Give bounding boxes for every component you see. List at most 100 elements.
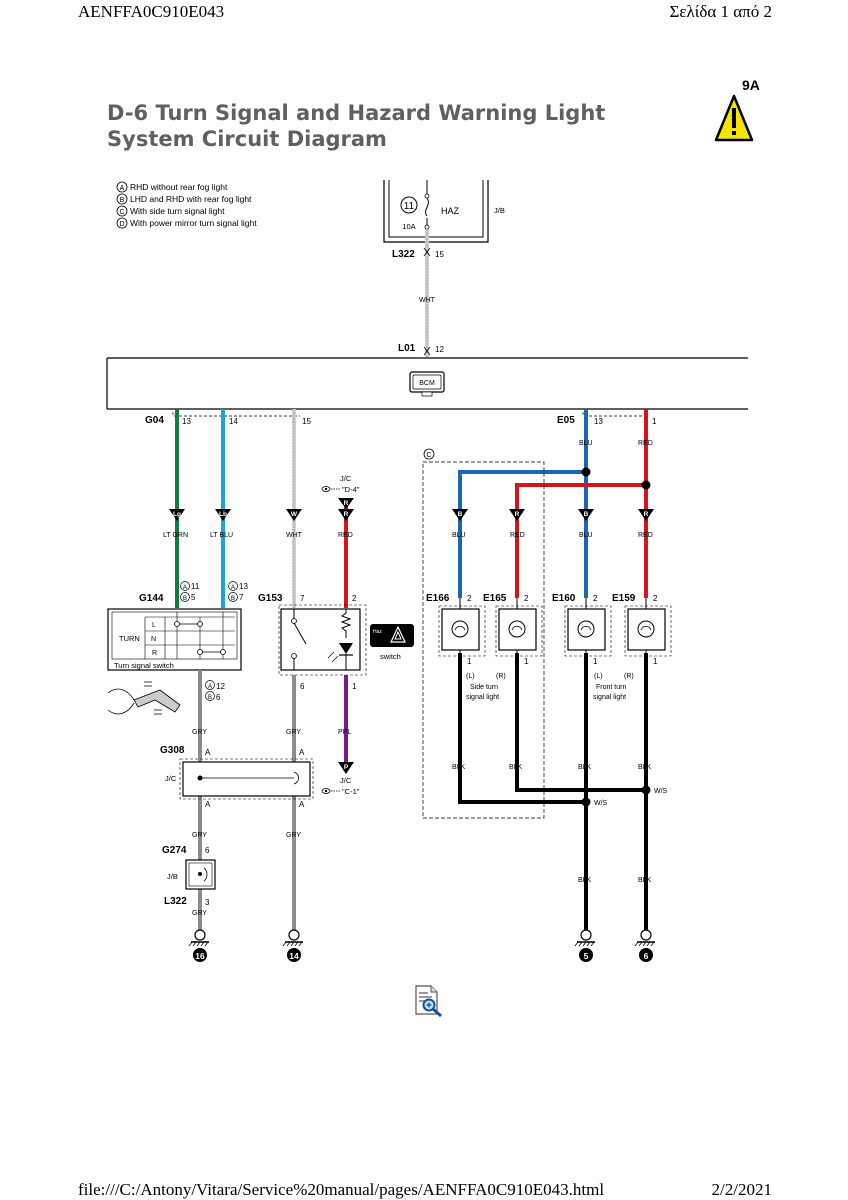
svg-text:B: B [120, 197, 125, 204]
hazard-button-icon: Haz switch [370, 624, 414, 661]
hazard-switch: G153 7 2 6 1 [258, 593, 367, 691]
svg-text:12: 12 [216, 682, 225, 691]
svg-text:1: 1 [593, 657, 598, 666]
svg-text:11: 11 [191, 582, 200, 591]
svg-text:With side turn signal light: With side turn signal light [130, 206, 225, 216]
connector-L322: L322 [392, 249, 415, 260]
svg-text:A: A [299, 748, 305, 757]
svg-text:1: 1 [652, 417, 657, 426]
eye-icon [321, 788, 331, 794]
wire-wht-top: L322 15 WHT L01 12 [392, 229, 444, 357]
turn-signal-switch: G144 A 11 B 5 A 13 B 7 TURN L N R Turn s… [107, 581, 248, 702]
connector-E159: E159 [612, 593, 636, 604]
ground-number: 14 [289, 951, 299, 961]
svg-text:1: 1 [352, 682, 357, 691]
section-code: 9A [742, 77, 760, 93]
wire-red-main [515, 409, 651, 598]
title-line-2: System Circuit Diagram [107, 127, 387, 151]
warning-triangle-icon [714, 94, 754, 142]
svg-text:R: R [152, 650, 157, 657]
svg-text:B: B [458, 511, 463, 518]
svg-text:2: 2 [524, 594, 529, 603]
svg-text:R: R [644, 511, 649, 518]
svg-text:6: 6 [216, 693, 221, 702]
svg-text:With power mirror turn signal: With power mirror turn signal light [130, 218, 257, 228]
bcm-label: BCM [419, 380, 435, 387]
wire-badges-upper: Lg Lb W R B R B R [169, 509, 654, 521]
jb-label: J/B [494, 206, 505, 215]
svg-text:LHD and RHD with rear fog ligh: LHD and RHD with rear fog light [130, 194, 252, 204]
svg-text:B: B [584, 511, 589, 518]
svg-text:D: D [119, 221, 124, 228]
svg-text:RED: RED [638, 440, 653, 447]
svg-text:LT GRN: LT GRN [163, 532, 188, 539]
svg-text:A: A [205, 748, 211, 757]
header-page-number: Σελίδα 1 από 2 [669, 2, 772, 21]
svg-text:A: A [183, 585, 187, 591]
svg-text:GRY: GRY [286, 729, 301, 736]
jc-d4-ref: J/C "D-4" R [321, 474, 360, 509]
connector-E160: E160 [552, 593, 576, 604]
svg-text:WHT: WHT [419, 297, 436, 304]
svg-text:A: A [299, 800, 305, 809]
legend-item: B LHD and RHD with rear fog light [116, 193, 252, 205]
svg-text:3: 3 [205, 898, 210, 907]
svg-text:B: B [183, 596, 187, 602]
svg-text:13: 13 [239, 582, 248, 591]
svg-text:7: 7 [300, 594, 305, 603]
svg-text:J/B: J/B [167, 872, 178, 881]
svg-text:1: 1 [653, 657, 658, 666]
svg-text:BLU: BLU [579, 532, 593, 539]
svg-text:A: A [231, 585, 235, 591]
svg-text:R: R [344, 500, 349, 507]
svg-text:(R): (R) [496, 673, 506, 680]
svg-text:Lb: Lb [219, 511, 227, 518]
svg-text:PPL: PPL [338, 729, 351, 736]
svg-text:signal light: signal light [466, 694, 499, 701]
fuse-amp: 10A [402, 222, 415, 231]
ground-icon: 6 [634, 929, 655, 962]
ground-icon: 16 [188, 929, 209, 962]
svg-text:1: 1 [467, 657, 472, 666]
svg-text:"C-1": "C-1" [342, 787, 360, 796]
svg-text:B: B [231, 596, 235, 602]
svg-text:BLK: BLK [638, 764, 652, 771]
svg-text:BLK: BLK [452, 764, 466, 771]
fuse-number: 11 [404, 201, 415, 212]
svg-text:signal light: signal light [593, 694, 626, 701]
svg-text:7: 7 [239, 593, 244, 602]
svg-text:15: 15 [435, 250, 444, 259]
svg-text:W: W [291, 511, 298, 518]
svg-text:LT BLU: LT BLU [210, 532, 233, 539]
document-zoom-icon[interactable] [414, 985, 444, 1022]
svg-text:2: 2 [593, 594, 598, 603]
svg-text:5: 5 [191, 593, 196, 602]
svg-text:RED: RED [510, 532, 525, 539]
connector-E05: E05 [557, 415, 575, 426]
svg-text:GRY: GRY [286, 832, 301, 839]
fuse-name: HAZ [441, 206, 460, 216]
svg-text:R: R [344, 511, 349, 518]
svg-text:J/C: J/C [165, 774, 177, 783]
svg-text:13: 13 [182, 417, 191, 426]
title-line-1: D-6 Turn Signal and Hazard Warning Light [107, 101, 606, 125]
svg-text:Haz: Haz [373, 629, 382, 635]
junction-connector-g308: G308 A A J/C A A [160, 745, 314, 809]
svg-text:(L): (L) [466, 673, 475, 680]
connector-E165: E165 [483, 593, 507, 604]
wire-blu-main [458, 409, 591, 598]
page-title: D-6 Turn Signal and Hazard Warning Light… [107, 100, 605, 152]
wire-labels-upper: LT GRN LT BLU WHT RED BLU RED BLU RED [163, 532, 653, 539]
turn-stalk-icon [107, 681, 181, 715]
svg-text:GRY: GRY [192, 729, 207, 736]
ground-icon: 14 [282, 929, 303, 962]
svg-text:B: B [208, 695, 212, 701]
connector-G308: G308 [160, 745, 185, 756]
svg-text:RED: RED [638, 532, 653, 539]
footer-date: 2/2/2021 [711, 1180, 772, 1199]
